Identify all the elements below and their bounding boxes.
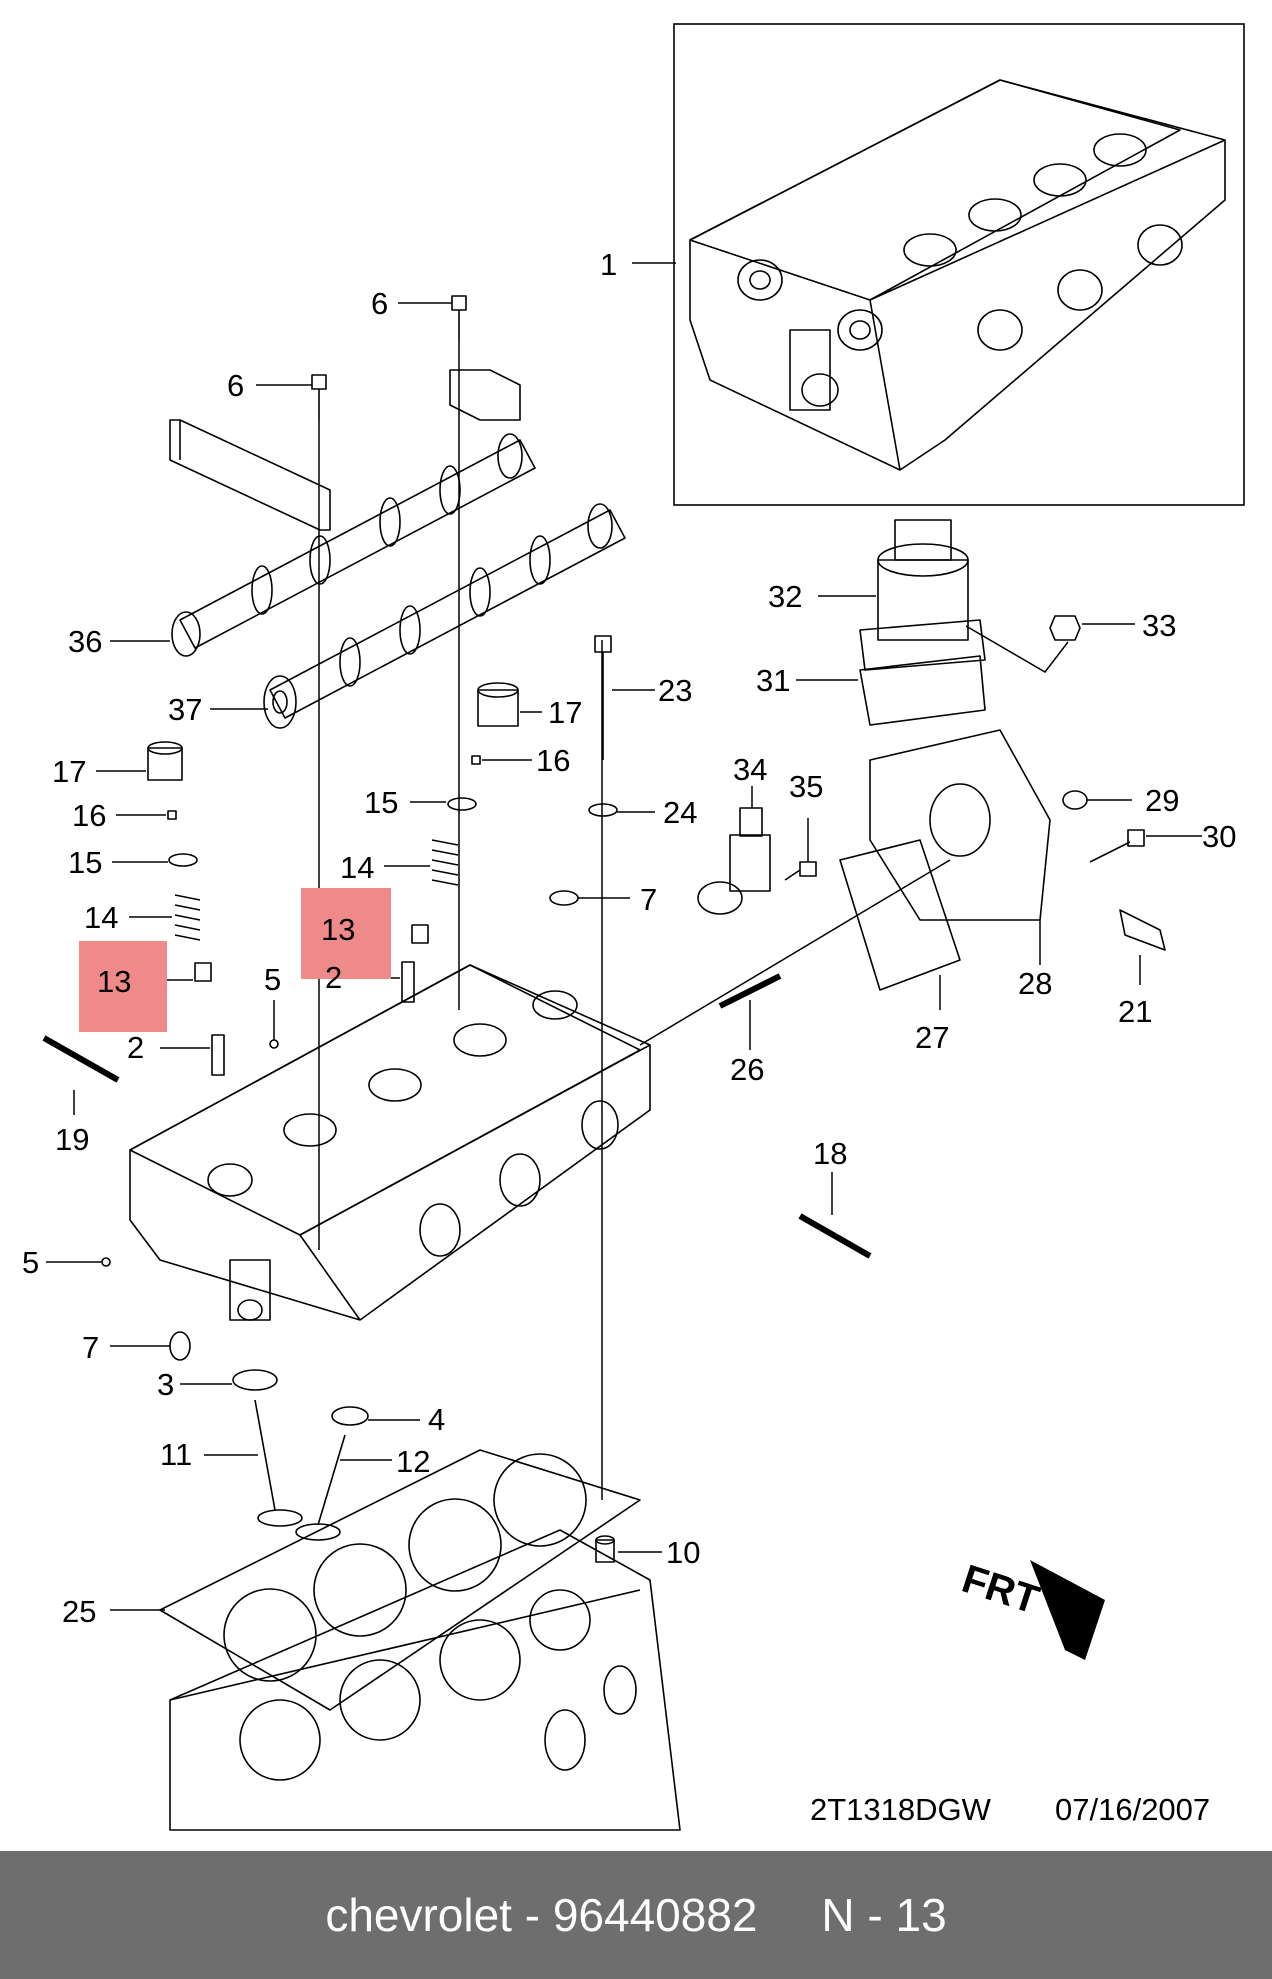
camshaft-bearing-cap-left — [169, 419, 331, 531]
cap-bolt-left — [256, 374, 327, 420]
callout-24: 24 — [663, 795, 697, 830]
callout-18: 18 — [813, 1136, 847, 1171]
o-ring-3 — [232, 1369, 278, 1391]
engine-block — [169, 1529, 681, 1831]
exhaust-valve — [295, 1434, 346, 1541]
cylinder-head-gasket — [159, 1449, 641, 1711]
valve-keeper-right — [471, 755, 481, 765]
callout-3: 3 — [157, 1367, 174, 1402]
callout-6: 6 — [371, 286, 388, 321]
callout-15: 15 — [68, 845, 102, 880]
callout-31: 31 — [756, 663, 790, 698]
dowel-pin-a — [269, 1039, 279, 1049]
callout-10: 10 — [666, 1535, 700, 1570]
callout-2: 2 — [325, 960, 342, 995]
callout-2: 2 — [127, 1030, 144, 1065]
stud-18 — [798, 1213, 872, 1259]
sealing-washer-29 — [1062, 790, 1088, 810]
egr-nut — [1049, 615, 1081, 641]
cap-bolt-right — [398, 295, 467, 340]
callout-32: 32 — [768, 579, 802, 614]
callout-13-right: 13 — [321, 912, 355, 947]
cylinder-head — [129, 964, 651, 1321]
valve-stem-seal-right — [411, 924, 429, 944]
callout-30: 30 — [1202, 819, 1236, 854]
callout-14: 14 — [84, 900, 118, 935]
callout-12: 12 — [396, 1444, 430, 1479]
valve-guide-left — [211, 1034, 225, 1076]
callout-25: 25 — [62, 1594, 96, 1629]
expansion-plug-top — [549, 890, 579, 906]
callout-35: 35 — [789, 769, 823, 804]
egr-adapter-gasket — [839, 839, 961, 991]
egr-gasket — [859, 655, 986, 726]
camshaft-position-sensor — [697, 807, 771, 915]
highlight-13-left — [79, 941, 167, 1032]
drawing-code: 2T1318DGW — [810, 1792, 992, 1827]
stud-26 — [718, 973, 782, 1009]
callout-34: 34 — [733, 752, 767, 787]
spring-retainer-left — [168, 853, 198, 867]
valve-guide-right — [401, 961, 415, 1003]
dowel-sleeve-10 — [595, 1535, 615, 1563]
expansion-plug-side — [169, 1331, 191, 1361]
sensor-bolt — [784, 861, 817, 881]
callout-29: 29 — [1145, 783, 1179, 818]
callout-13-left: 13 — [97, 964, 131, 999]
footer-bar: chevrolet - 96440882 N - 13 — [0, 1851, 1272, 1979]
temperature-sensor — [1119, 909, 1166, 951]
callout-6: 6 — [227, 368, 244, 403]
callout-4: 4 — [428, 1402, 445, 1437]
intake-valve — [254, 1399, 303, 1527]
callout-23: 23 — [658, 673, 692, 708]
callout-26: 26 — [730, 1052, 764, 1087]
callout-17: 17 — [548, 695, 582, 730]
callout-27: 27 — [915, 1020, 949, 1055]
callout-19: 19 — [55, 1122, 89, 1157]
valve-spring-right — [431, 839, 459, 886]
callout-37: 37 — [168, 692, 202, 727]
callout-21: 21 — [1118, 994, 1152, 1029]
callout-14: 14 — [340, 850, 374, 885]
callout-17: 17 — [52, 754, 86, 789]
head-bolt-washer — [588, 803, 618, 817]
diagram-canvas: FRT 1 2 2 3 4 5 5 6 6 7 7 10 11 12 13 13… — [22, 23, 1245, 1831]
callout-36: 36 — [68, 624, 102, 659]
intake-camshaft — [263, 503, 626, 729]
callout-5: 5 — [264, 962, 281, 997]
valve-stem-seal-left — [194, 962, 212, 982]
callout-5: 5 — [22, 1245, 39, 1280]
spring-retainer-right — [447, 797, 477, 811]
valve-spring-left — [174, 894, 201, 941]
callout-1: 1 — [600, 247, 617, 282]
highlight-13-right — [301, 888, 391, 979]
valve-tappet-right — [477, 682, 519, 727]
dowel-pin-b — [101, 1257, 111, 1267]
callout-33: 33 — [1142, 608, 1176, 643]
callout-15: 15 — [364, 785, 398, 820]
callout-7: 7 — [82, 1330, 99, 1365]
bolt-30 — [1089, 829, 1145, 863]
callout-11: 11 — [160, 1437, 192, 1472]
footer-text: chevrolet - 96440882 N - 13 — [325, 1889, 947, 1941]
head-bolt — [594, 635, 612, 760]
callout-16: 16 — [536, 743, 570, 778]
camshaft-bearing-cap-right — [449, 369, 521, 421]
callout-16: 16 — [72, 798, 106, 833]
callout-28: 28 — [1018, 966, 1052, 1001]
egr-valve — [859, 519, 986, 671]
stud-19 — [42, 1035, 120, 1083]
inset-frame — [673, 23, 1245, 506]
front-direction-arrow: FRT — [957, 1557, 1105, 1660]
exhaust-camshaft — [171, 433, 536, 657]
parts-diagram: FRT 1 2 2 3 4 5 5 6 6 7 7 10 11 12 13 13… — [22, 23, 1245, 1831]
valve-tappet-left — [147, 741, 183, 781]
assembled-cylinder-head — [689, 79, 1226, 471]
valve-keeper-left — [167, 810, 177, 820]
callout-7: 7 — [640, 882, 657, 917]
frt-label: FRT — [957, 1557, 1045, 1623]
drawing-date: 07/16/2007 — [1055, 1792, 1210, 1827]
o-ring-4 — [331, 1406, 369, 1426]
